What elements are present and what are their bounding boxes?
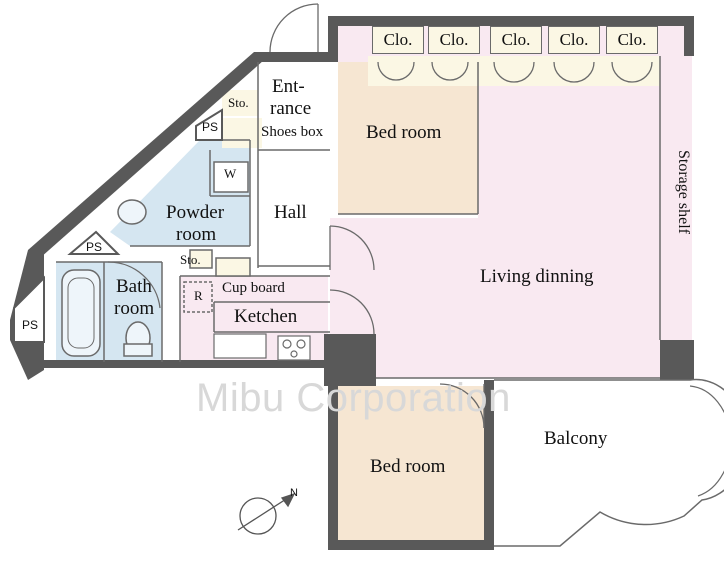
shoes-box-label: Shoes box <box>261 124 324 140</box>
closet-label-4: Clo. <box>548 26 600 54</box>
entrance-floor <box>258 62 330 150</box>
fridge-label: R <box>194 288 203 303</box>
ps-top-shaft <box>195 108 223 141</box>
ps-top-label: PS <box>202 120 219 134</box>
entrance-label-line2: rance <box>270 98 312 119</box>
powder-room-label-line1: Powder <box>166 202 225 223</box>
watermark: Mibu Corporation <box>196 376 511 420</box>
ps-left-shaft <box>13 275 45 343</box>
ps-mid-shaft <box>67 230 121 255</box>
storage-mid-label: Sto. <box>180 252 201 267</box>
closet-label-1: Clo. <box>372 26 424 54</box>
storage-top-label: Sto. <box>228 95 249 110</box>
stove-icon <box>277 335 311 361</box>
powder-room-label-line2: room <box>176 224 217 245</box>
wash-basin-icon <box>117 199 147 225</box>
kitchen-label: Ketchen <box>234 306 298 327</box>
bedroom-bottom-floor <box>336 386 488 542</box>
closet-label-2: Clo. <box>428 26 480 54</box>
living-dining-floor <box>330 20 692 378</box>
interior-lines <box>56 56 661 379</box>
washer-label: W <box>224 166 237 181</box>
storage-top-floor <box>222 90 258 116</box>
hall-label: Hall <box>274 202 307 223</box>
compass-icon <box>237 492 296 535</box>
walls <box>10 16 694 550</box>
shoes-box-floor <box>222 118 262 148</box>
closet-label-3: Clo. <box>490 26 542 54</box>
storage-shelf-label: Storage shelf <box>675 150 692 234</box>
doors <box>107 3 653 429</box>
living-dining-label: Living dinning <box>480 266 594 287</box>
compass-north-label: N <box>290 487 298 499</box>
entrance-label-line1: Ent- <box>272 76 305 97</box>
bedroom-top-floor <box>338 62 478 214</box>
ps-left-label: PS <box>22 318 39 332</box>
bath-room-label-line2: room <box>114 298 155 319</box>
balcony-label: Balcony <box>544 428 608 449</box>
bedroom-bottom-label: Bed room <box>370 456 446 477</box>
balcony-outline <box>494 378 724 547</box>
closet-label-5: Clo. <box>606 26 658 54</box>
cupboard-label: Cup board <box>222 280 285 296</box>
closet-strip-floor <box>368 56 660 86</box>
bedroom-top-label: Bed room <box>366 122 442 143</box>
bath-room-label-line1: Bath <box>116 276 152 297</box>
sink-icon <box>213 333 267 359</box>
hall-floor <box>258 150 330 266</box>
bathtub-icon <box>61 269 101 357</box>
ps-mid-label: PS <box>86 240 103 254</box>
